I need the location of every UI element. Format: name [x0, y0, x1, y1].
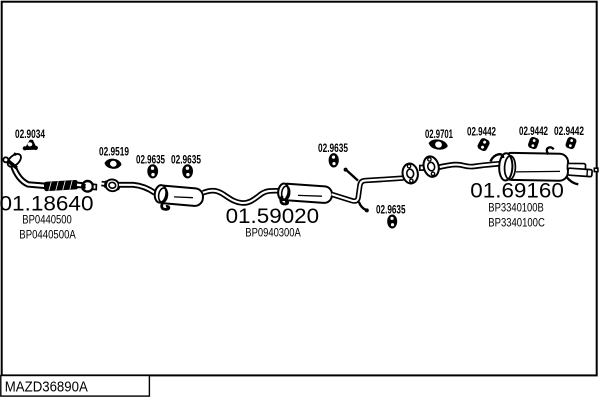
svg-text:02.9635: 02.9635 — [136, 153, 165, 167]
svg-text:MAZD36890A: MAZD36890A — [5, 380, 88, 396]
svg-text:02.9519: 02.9519 — [99, 145, 129, 159]
svg-text:02.9635: 02.9635 — [171, 153, 201, 167]
svg-text:BP3340100B: BP3340100B — [488, 200, 544, 214]
svg-text:01.18640: 01.18640 — [0, 193, 94, 216]
svg-text:01.69160: 01.69160 — [470, 180, 564, 203]
svg-text:02.9701: 02.9701 — [425, 127, 453, 141]
svg-text:BP0440500: BP0440500 — [22, 212, 72, 226]
svg-text:02.9442: 02.9442 — [554, 124, 584, 138]
svg-text:02.9442: 02.9442 — [467, 125, 496, 139]
svg-text:01.59020: 01.59020 — [226, 205, 320, 228]
svg-text:BP0940300A: BP0940300A — [245, 225, 300, 239]
svg-text:02.9442: 02.9442 — [519, 124, 548, 138]
svg-text:BP0440500A: BP0440500A — [19, 227, 76, 241]
svg-text:BP3340100C: BP3340100C — [488, 216, 545, 230]
svg-text:02.9034: 02.9034 — [15, 127, 45, 141]
svg-text:02.9635: 02.9635 — [376, 202, 406, 216]
svg-text:02.9635: 02.9635 — [318, 141, 348, 155]
